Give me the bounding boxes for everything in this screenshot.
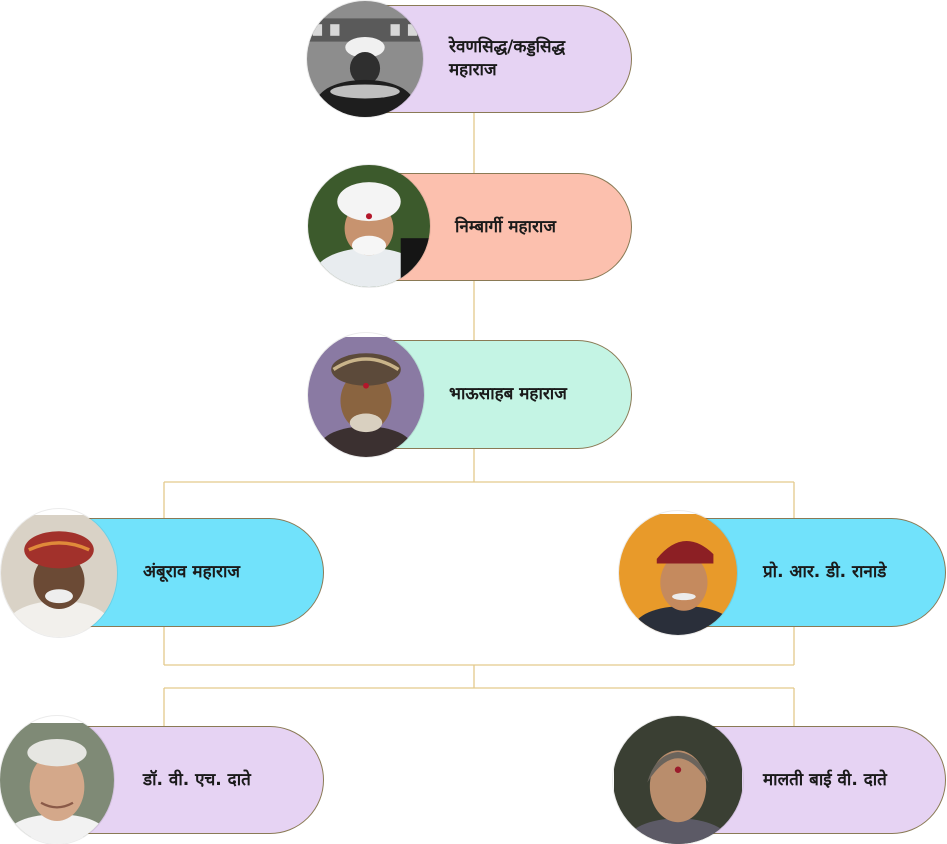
node-pill: भाऊसाहब महाराज bbox=[380, 340, 632, 449]
node-label: डॉ. वी. एच. दाते bbox=[143, 769, 251, 790]
node-label: अंबूराव महाराज bbox=[143, 562, 240, 583]
node-pill: डॉ. वी. एच. दाते bbox=[70, 726, 324, 834]
portrait-icon bbox=[308, 165, 430, 287]
node-label: रेवणसिद्ध/कड्डसिद्ध महाराज bbox=[449, 37, 566, 80]
portrait-icon bbox=[0, 716, 114, 844]
portrait-icon bbox=[308, 333, 424, 457]
node-label: भाऊसाहब महाराज bbox=[449, 384, 567, 405]
node-label: प्रो. आर. डी. रानाडे bbox=[763, 562, 887, 583]
portrait-icon bbox=[307, 1, 423, 117]
portrait-icon bbox=[1, 509, 117, 637]
node-label: निम्बार्गी महाराज bbox=[455, 216, 556, 237]
portrait-icon bbox=[613, 716, 743, 844]
portrait-icon bbox=[619, 511, 737, 635]
node-label: मालती बाई वी. दाते bbox=[763, 769, 887, 790]
